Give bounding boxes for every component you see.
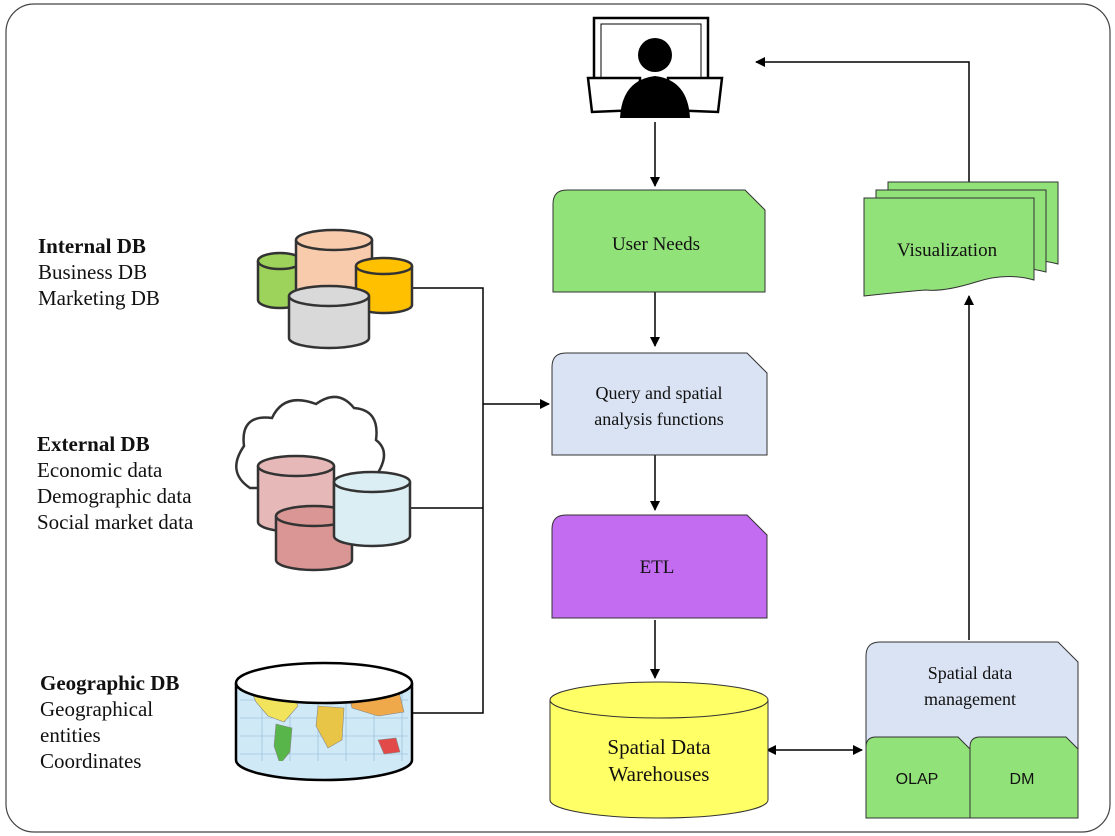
world-map-cylinder-icon [234,661,414,782]
user-at-monitors-icon [586,16,724,118]
visualization-label: Visualization [897,240,998,261]
external-db-label: External DB Economic data Demographic da… [37,431,193,535]
external-db-line: Economic data [37,458,163,482]
query-label-line1: Query and spatial [596,383,723,403]
spatial-data-management-box: Spatial data management OLAP DM [865,641,1079,819]
sdw-label-line1: Spatial Data [607,735,711,759]
internal-db-title: Internal DB [38,234,146,258]
geographic-db-title: Geographic DB [40,671,180,695]
geographic-db-line: entities [40,723,101,747]
olap-label: OLAP [896,771,939,788]
geographic-db-line: Coordinates [40,749,142,773]
query-label-line2: analysis functions [594,409,723,429]
user-needs-label: User Needs [612,234,700,255]
visualization-documents: Visualization [863,181,1059,297]
internal-db-label: Internal DB Business DB Marketing DB [38,233,160,311]
olap-box: OLAP [865,736,971,819]
query-analysis-box: Query and spatial analysis functions [551,352,768,456]
external-db-line: Social market data [37,510,194,534]
dm-box: DM [969,736,1079,819]
etl-box: ETL [551,514,768,619]
sdw-label-line2: Warehouses [609,762,710,786]
diagram-frame [5,3,1111,833]
cloud-database-icon [235,395,412,572]
user-needs-box: User Needs [552,189,766,293]
spatial-data-warehouse-cylinder: Spatial Data Warehouses [549,681,769,819]
geographic-db-label: Geographic DB Geographical entities Coor… [40,670,179,774]
dm-label: DM [1010,771,1035,788]
external-db-line: Demographic data [37,484,192,508]
sdm-label-line2: management [924,689,1016,709]
external-db-title: External DB [37,432,150,456]
database-cylinders-icon [256,228,414,350]
connectors [410,57,974,755]
etl-label: ETL [640,557,675,578]
sdm-label-line1: Spatial data [928,663,1012,683]
geographic-db-line: Geographical [40,697,154,721]
internal-db-line: Business DB [38,260,148,284]
internal-db-line: Marketing DB [38,286,160,310]
